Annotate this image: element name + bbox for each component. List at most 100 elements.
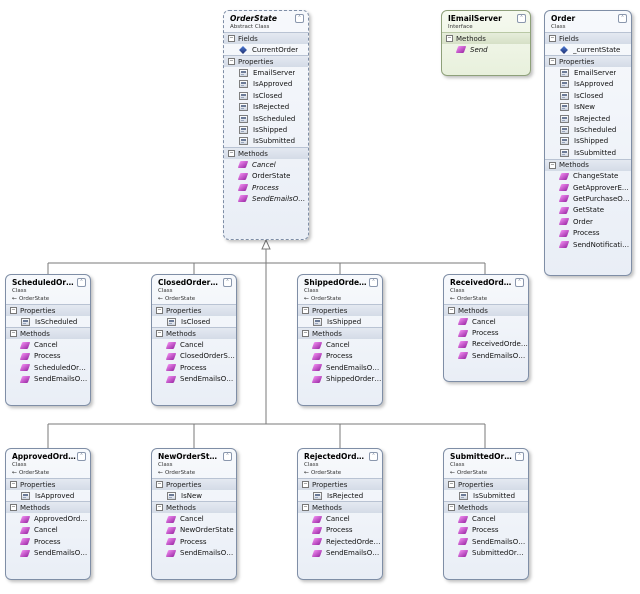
method-item[interactable]: Send bbox=[442, 44, 530, 55]
collapse-minus-icon[interactable]: − bbox=[10, 504, 17, 512]
section-header-properties[interactable]: −Properties bbox=[224, 55, 308, 68]
collapse-minus-icon[interactable]: − bbox=[156, 307, 163, 314]
property-item[interactable]: IsClosed bbox=[545, 90, 631, 101]
method-item[interactable]: SendEmailsOnS... bbox=[6, 548, 90, 559]
property-item[interactable]: EmailServer bbox=[224, 67, 308, 78]
collapse-minus-icon[interactable]: − bbox=[228, 58, 235, 66]
class-receivedorderstate[interactable]: ReceivedOrderS...Class← OrderState⌃−Meth… bbox=[443, 274, 529, 382]
method-item[interactable]: SendEmailsOnS... bbox=[444, 536, 528, 547]
section-header-fields[interactable]: −Fields bbox=[545, 32, 631, 44]
section-header-methods[interactable]: −Methods bbox=[6, 501, 90, 514]
property-item[interactable]: IsClosed bbox=[224, 90, 308, 101]
collapse-toggle-icon[interactable]: ⌃ bbox=[517, 14, 526, 23]
section-header-methods[interactable]: −Methods bbox=[545, 158, 631, 171]
property-item[interactable]: IsSubmitted bbox=[444, 490, 528, 501]
section-header-methods[interactable]: −Methods bbox=[152, 501, 236, 514]
collapse-minus-icon[interactable]: − bbox=[10, 307, 17, 314]
class-submittedorderstate[interactable]: SubmittedOrder...Class← OrderState⌃−Prop… bbox=[443, 448, 529, 580]
method-item[interactable]: SendNotificatio... bbox=[545, 239, 631, 250]
property-item[interactable]: IsApproved bbox=[545, 79, 631, 90]
method-item[interactable]: GetState bbox=[545, 205, 631, 216]
property-item[interactable]: IsShipped bbox=[298, 316, 382, 327]
section-header-methods[interactable]: −Methods bbox=[152, 327, 236, 340]
collapse-toggle-icon[interactable]: ⌃ bbox=[515, 452, 524, 461]
property-item[interactable]: IsClosed bbox=[152, 316, 236, 327]
collapse-toggle-icon[interactable]: ⌃ bbox=[515, 278, 524, 287]
method-item[interactable]: ApprovedOrder... bbox=[6, 513, 90, 524]
section-header-methods[interactable]: −Methods bbox=[442, 32, 530, 44]
method-item[interactable]: Process bbox=[152, 362, 236, 373]
method-item[interactable]: SendEmailsOnS... bbox=[444, 350, 528, 361]
property-item[interactable]: IsRejected bbox=[224, 102, 308, 113]
section-header-methods[interactable]: −Methods bbox=[444, 304, 528, 316]
section-header-properties[interactable]: −Properties bbox=[152, 304, 236, 316]
property-item[interactable]: IsSubmitted bbox=[545, 147, 631, 158]
class-closedorderstate[interactable]: ClosedOrderStateClass← OrderState⌃−Prope… bbox=[151, 274, 237, 406]
collapse-minus-icon[interactable]: − bbox=[448, 307, 455, 314]
section-header-methods[interactable]: −Methods bbox=[6, 327, 90, 340]
collapse-minus-icon[interactable]: − bbox=[302, 481, 309, 488]
method-item[interactable]: SendEmailsOnS... bbox=[152, 548, 236, 559]
property-item[interactable]: IsNew bbox=[545, 102, 631, 113]
method-item[interactable]: Process bbox=[298, 351, 382, 362]
method-item[interactable]: ReceivedOrder... bbox=[444, 339, 528, 350]
section-header-properties[interactable]: −Properties bbox=[6, 304, 90, 316]
property-item[interactable]: EmailServer bbox=[545, 67, 631, 78]
class-approvedorderstate[interactable]: ApprovedOrder...Class← OrderState⌃−Prope… bbox=[5, 448, 91, 580]
collapse-minus-icon[interactable]: − bbox=[549, 58, 556, 66]
collapse-minus-icon[interactable]: − bbox=[228, 150, 235, 158]
method-item[interactable]: ScheduledOrde... bbox=[6, 362, 90, 373]
method-item[interactable]: ShippedOrderS... bbox=[298, 374, 382, 385]
method-item[interactable]: Process bbox=[152, 536, 236, 547]
collapse-minus-icon[interactable]: − bbox=[448, 481, 455, 488]
collapse-minus-icon[interactable]: − bbox=[10, 481, 17, 488]
property-item[interactable]: IsScheduled bbox=[545, 124, 631, 135]
method-item[interactable]: Cancel bbox=[444, 316, 528, 327]
method-item[interactable]: Cancel bbox=[6, 339, 90, 350]
method-item[interactable]: SendEmailsOnS... bbox=[6, 374, 90, 385]
method-item[interactable]: Cancel bbox=[224, 159, 308, 170]
section-header-methods[interactable]: −Methods bbox=[224, 147, 308, 160]
method-item[interactable]: Cancel bbox=[152, 513, 236, 524]
collapse-minus-icon[interactable]: − bbox=[10, 330, 17, 338]
method-item[interactable]: SubmittedOrde... bbox=[444, 548, 528, 559]
field-item[interactable]: CurrentOrder bbox=[224, 44, 308, 55]
method-item[interactable]: ClosedOrderSta... bbox=[152, 351, 236, 362]
property-item[interactable]: IsShipped bbox=[545, 136, 631, 147]
property-item[interactable]: IsScheduled bbox=[6, 316, 90, 327]
collapse-toggle-icon[interactable]: ⌃ bbox=[369, 452, 378, 461]
method-item[interactable]: RejectedOrderS... bbox=[298, 536, 382, 547]
property-item[interactable]: IsApproved bbox=[6, 490, 90, 501]
collapse-minus-icon[interactable]: − bbox=[549, 161, 556, 169]
collapse-toggle-icon[interactable]: ⌃ bbox=[618, 14, 627, 23]
section-header-properties[interactable]: −Properties bbox=[6, 478, 90, 490]
collapse-minus-icon[interactable]: − bbox=[228, 35, 235, 42]
method-item[interactable]: GetPurchaseOr... bbox=[545, 193, 631, 204]
method-item[interactable]: Process bbox=[545, 227, 631, 238]
collapse-minus-icon[interactable]: − bbox=[302, 307, 309, 314]
collapse-toggle-icon[interactable]: ⌃ bbox=[223, 452, 232, 461]
method-item[interactable]: SendEmailsOnS... bbox=[298, 548, 382, 559]
method-item[interactable]: SendEmailsOnStat... bbox=[224, 193, 308, 204]
method-item[interactable]: ChangeState bbox=[545, 171, 631, 182]
method-item[interactable]: Process bbox=[224, 182, 308, 193]
method-item[interactable]: Process bbox=[444, 327, 528, 338]
property-item[interactable]: IsShipped bbox=[224, 124, 308, 135]
class-scheduledorderstate[interactable]: ScheduledOrder...Class← OrderState⌃−Prop… bbox=[5, 274, 91, 406]
collapse-minus-icon[interactable]: − bbox=[446, 35, 453, 42]
method-item[interactable]: Cancel bbox=[298, 513, 382, 524]
method-item[interactable]: Process bbox=[6, 536, 90, 547]
class-shippedorderstate[interactable]: ShippedOrderSt...Class← OrderState⌃−Prop… bbox=[297, 274, 383, 406]
method-item[interactable]: Cancel bbox=[444, 513, 528, 524]
collapse-toggle-icon[interactable]: ⌃ bbox=[295, 14, 304, 23]
method-item[interactable]: OrderState bbox=[224, 171, 308, 182]
collapse-minus-icon[interactable]: − bbox=[156, 504, 163, 512]
method-item[interactable]: Process bbox=[298, 525, 382, 536]
section-header-properties[interactable]: −Properties bbox=[152, 478, 236, 490]
collapse-minus-icon[interactable]: − bbox=[549, 35, 556, 42]
section-header-properties[interactable]: −Properties bbox=[298, 304, 382, 316]
